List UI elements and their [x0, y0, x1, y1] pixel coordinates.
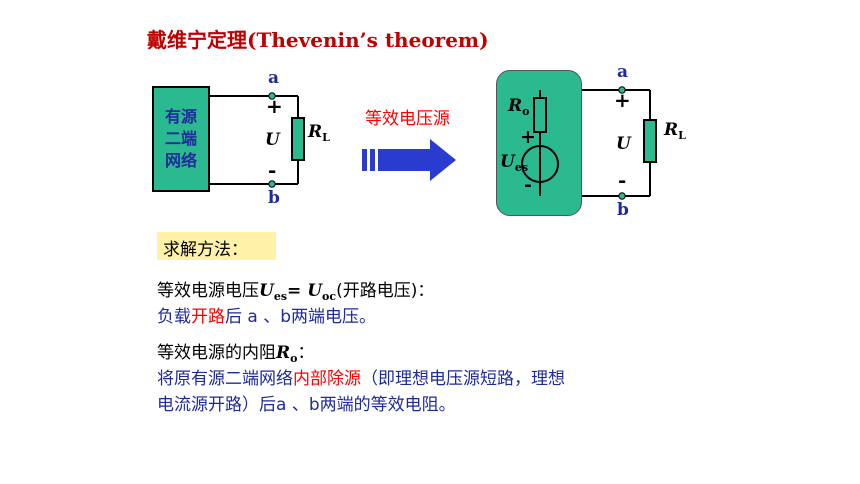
left-minus-sign: -: [268, 158, 277, 182]
left-label-a: a: [268, 68, 280, 88]
left-node-b: [268, 180, 276, 188]
left-load-label: RL: [308, 122, 330, 144]
line1-u2-sub: oc: [322, 290, 337, 303]
right-load-r: R: [664, 120, 679, 140]
active-two-terminal-network: 有源 二端 网络: [152, 86, 210, 192]
equivalent-resistance-line: 电流源开路）后a 、b两端的等效电阻。: [157, 395, 456, 415]
line4-b: 内部除源: [293, 369, 361, 389]
line2-a: 负载: [157, 307, 191, 327]
page-title: 戴维宁定理(Thevenin’s theorem): [147, 28, 489, 52]
line1-u1-sub: es: [273, 290, 288, 303]
equivalent-source-label: 等效电压源: [365, 109, 450, 129]
right-voltage-u: U: [616, 134, 631, 154]
r0-r: R: [508, 96, 523, 116]
source-label: Ues: [500, 152, 528, 174]
open-circuit-line: 负载开路后 a 、b两端电压。: [157, 302, 376, 327]
line1-suffix: (开路电压)：: [336, 281, 435, 301]
r0-sub: o: [522, 105, 530, 118]
network-label-line2: 二端: [164, 129, 197, 148]
left-plus-sign: +: [266, 94, 283, 118]
line3-r-sub: o: [290, 352, 298, 365]
line4-a: 将原有源二端网络: [157, 369, 293, 389]
network-label-line3: 网络: [164, 151, 197, 170]
left-voltage-u: U: [265, 130, 280, 150]
left-load-resistor: [291, 117, 305, 161]
line3-suffix: ：: [297, 343, 315, 363]
source-u: U: [500, 152, 515, 172]
right-plus-sign: +: [614, 88, 631, 112]
network-label-line1: 有源: [164, 107, 197, 126]
equivalence-arrow: [362, 139, 456, 181]
right-node-a: [618, 86, 626, 94]
right-minus-sign: -: [618, 168, 627, 192]
right-label-a: a: [617, 62, 629, 82]
source-plus-sign: +: [520, 126, 536, 148]
source-minus-sign: -: [524, 174, 532, 196]
right-label-b: b: [617, 200, 629, 220]
line1-prefix: 等效电源电压: [157, 281, 259, 301]
line3-r: R: [276, 343, 291, 363]
line1-eq: =: [287, 281, 308, 301]
remove-sources-line: 将原有源二端网络内部除源（即理想电压源短路，理想: [157, 364, 565, 389]
left-load-r: R: [308, 122, 323, 142]
left-load-sub: L: [322, 131, 330, 144]
left-circuit-wires: [210, 95, 299, 185]
left-node-a: [268, 92, 276, 100]
right-node-b: [618, 192, 626, 200]
line3-prefix: 等效电源的内阻: [157, 343, 276, 363]
r0-label: Ro: [508, 96, 529, 118]
line2-c: 后 a 、b两端电压。: [225, 307, 377, 327]
right-load-resistor: [643, 119, 657, 163]
line1-u1: U: [259, 281, 274, 301]
line4-c: （即理想电压源短路，理想: [361, 369, 565, 389]
right-load-label: RL: [664, 120, 686, 142]
internal-resistance-line: 等效电源的内阻Ro：: [157, 338, 314, 365]
source-sub: es: [514, 161, 529, 174]
method-heading: 求解方法：: [157, 232, 276, 260]
line2-b: 开路: [191, 307, 225, 327]
equivalent-voltage-line: 等效电源电压Ues= Uoc(开路电压)：: [157, 276, 434, 303]
right-load-sub: L: [678, 129, 686, 142]
line1-u2: U: [307, 281, 323, 301]
left-label-b: b: [268, 188, 280, 208]
